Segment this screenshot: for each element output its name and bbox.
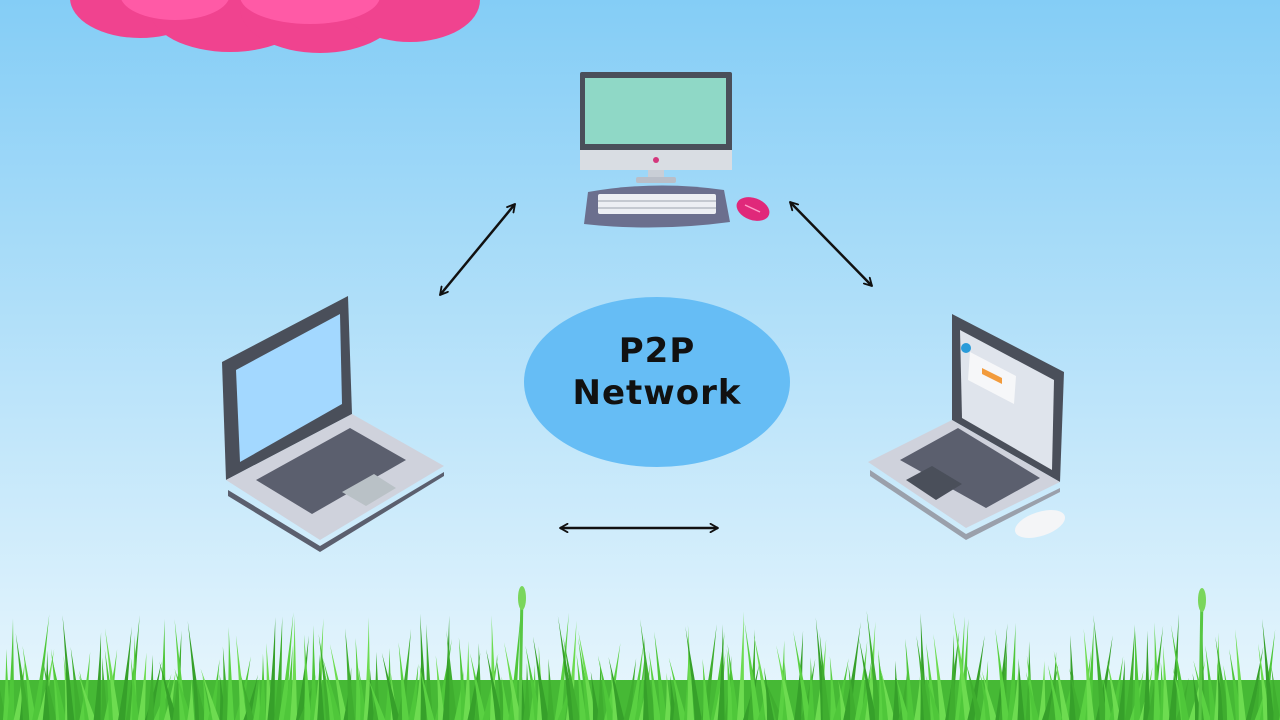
hub-label-line2: Network [572,373,742,413]
laptop-right-icon [868,314,1066,540]
desktop-computer-icon [580,72,770,228]
pink-cloud-icon [70,0,480,53]
arrow-desktop-right-laptop [790,202,872,286]
hub-label-line1: P2P [618,331,696,371]
arrow-left-laptop-desktop [439,204,516,295]
hub-label: P2P Network [524,330,790,414]
grass-strip [0,586,1280,720]
p2p-network-hub [524,297,790,467]
laptop-left-icon [222,296,444,552]
